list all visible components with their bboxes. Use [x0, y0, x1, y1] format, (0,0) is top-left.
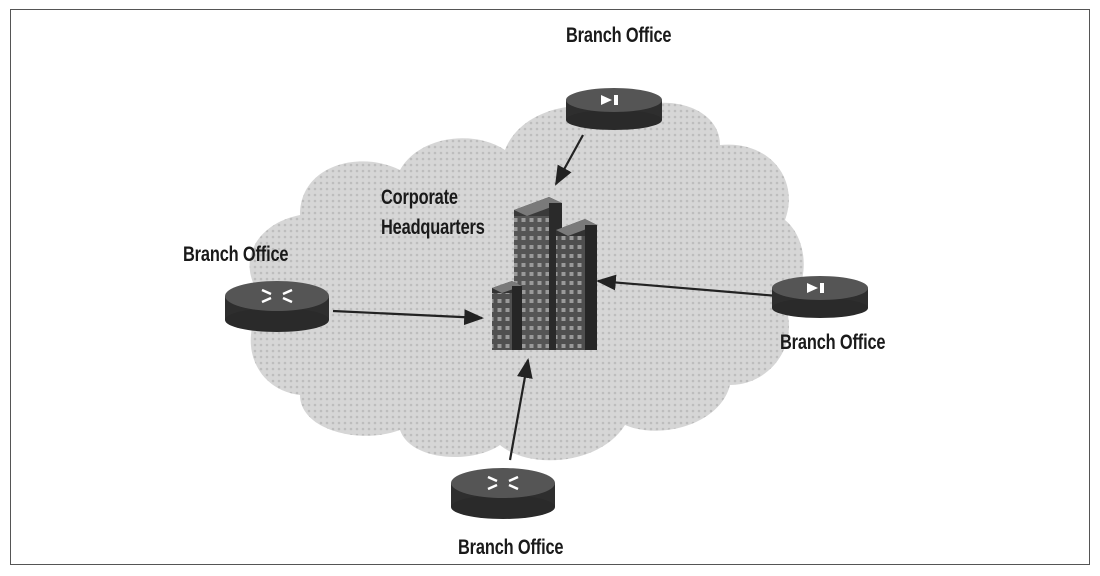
hq-label-line1: Corporate [381, 186, 458, 209]
link-top-to-hq [555, 134, 584, 186]
branch-left-label: Branch Office [183, 243, 289, 266]
branch-right-vpn-device-icon [772, 276, 868, 318]
branch-top-label: Branch Office [566, 24, 672, 47]
link-left-to-hq [332, 309, 484, 326]
hq-label: Corporate Headquarters [381, 183, 485, 243]
hq-label-line2: Headquarters [381, 216, 485, 239]
branch-bottom-router-icon [451, 468, 555, 519]
branch-bottom-label: Branch Office [458, 536, 564, 559]
branch-right-label: Branch Office [780, 331, 886, 354]
branch-top-vpn-device-icon [566, 88, 662, 130]
link-right-to-hq [596, 274, 779, 298]
headquarters-building-icon [492, 197, 597, 350]
branch-left-router-icon [225, 281, 329, 332]
link-bottom-to-hq [508, 358, 533, 461]
